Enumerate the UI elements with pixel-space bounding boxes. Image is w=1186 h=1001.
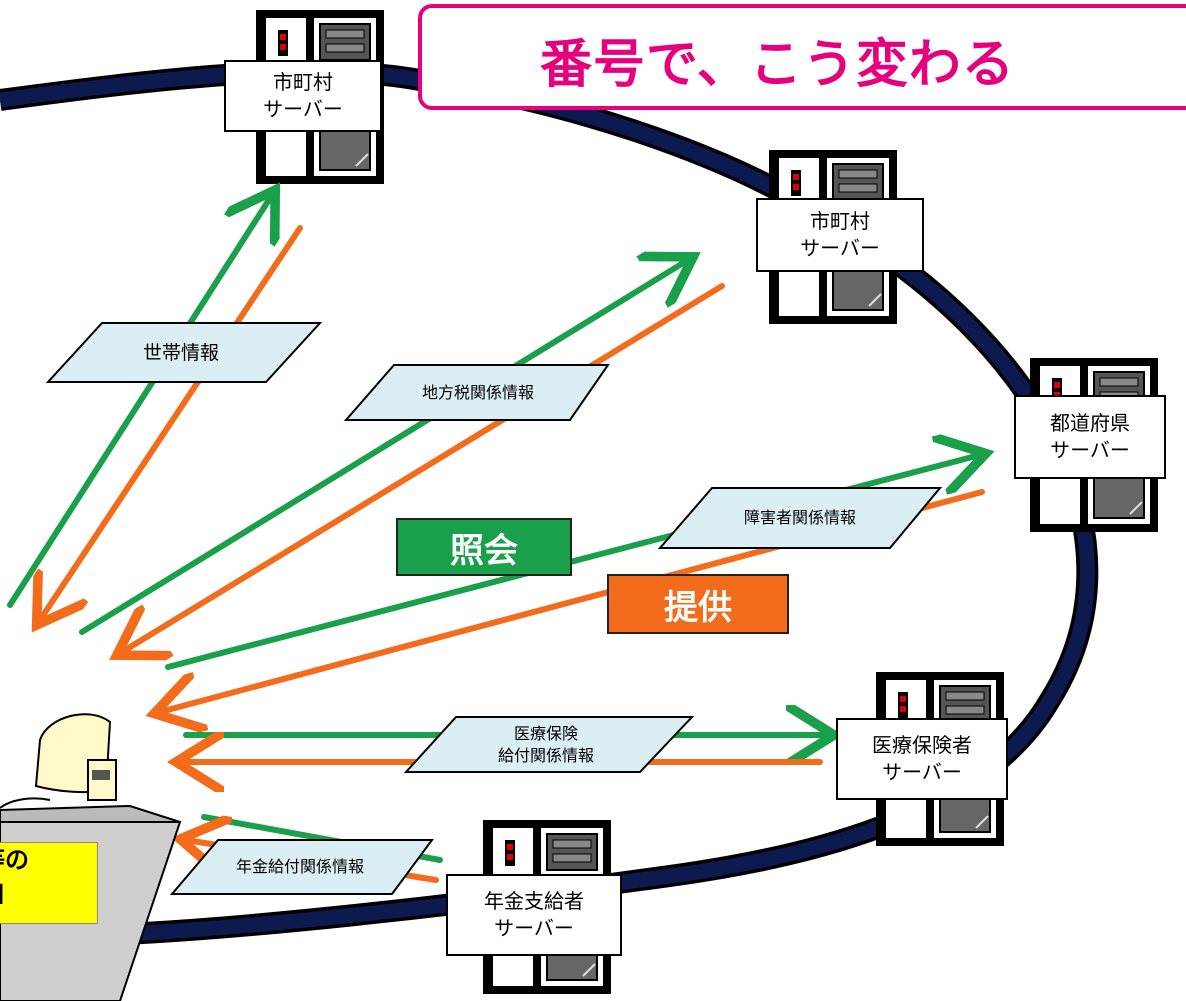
server-label-line: 都道府県 bbox=[1050, 411, 1130, 435]
inquiry-arrow-disability bbox=[165, 455, 980, 670]
desk-label-line: 等の bbox=[0, 846, 29, 874]
server-label-line: 市町村 bbox=[810, 209, 870, 233]
info-label-line: 障害者関係情報 bbox=[743, 508, 856, 527]
server-label-line: サーバー bbox=[800, 236, 880, 260]
legend-provide: 提供 bbox=[607, 574, 789, 634]
info-pension-label: 年金給付関係情報 bbox=[202, 840, 398, 894]
info-medical-label: 医療保険 給付関係情報 bbox=[446, 717, 646, 772]
info-disability-label: 障害者関係情報 bbox=[700, 488, 900, 548]
info-household-label: 世帯情報 bbox=[90, 323, 272, 382]
server-municipal-1-label: 市町村 サーバー bbox=[224, 60, 382, 132]
server-label-line: 医療保険者 bbox=[872, 733, 972, 757]
server-label-line: サーバー bbox=[1050, 438, 1130, 462]
info-box-pension bbox=[169, 839, 434, 895]
provide-arrow-household bbox=[40, 225, 303, 620]
info-box-household bbox=[45, 322, 323, 383]
page-title: 番号で、こう変わる bbox=[540, 35, 1015, 95]
info-label-line: 医療保険 bbox=[513, 723, 578, 743]
server-prefecture-label: 都道府県 サーバー bbox=[1014, 395, 1166, 479]
server-label-line: 年金支給者 bbox=[484, 889, 584, 913]
info-local-tax-label: 地方税関係情報 bbox=[380, 365, 576, 420]
inquiry-arrow-household bbox=[7, 195, 272, 608]
legend-inquiry: 照会 bbox=[396, 518, 572, 576]
info-label-line: 世帯情報 bbox=[142, 341, 219, 364]
server-insurer-label: 医療保険者 サーバー bbox=[836, 718, 1008, 800]
title-box bbox=[418, 4, 1186, 110]
server-label-line: サーバー bbox=[494, 916, 574, 940]
server-label-line: サーバー bbox=[263, 97, 343, 121]
legend-inquiry-label: 照会 bbox=[450, 530, 518, 571]
server-label-line: サーバー bbox=[882, 760, 962, 784]
server-pension-label: 年金支給者 サーバー bbox=[446, 874, 622, 956]
legend-provide-label: 提供 bbox=[664, 587, 732, 628]
provide-arrow-local-tax bbox=[122, 283, 725, 652]
info-label-line: 給付関係情報 bbox=[497, 745, 594, 765]
inquiry-arrow-local-tax bbox=[79, 260, 688, 635]
info-box-disability bbox=[657, 487, 943, 549]
server-municipal-2-label: 市町村 サーバー bbox=[756, 198, 924, 272]
info-label-line: 年金給付関係情報 bbox=[235, 857, 364, 876]
server-label-line: 市町村 bbox=[273, 70, 333, 94]
info-box-medical bbox=[403, 716, 695, 773]
desk-label-line: 口 bbox=[0, 877, 97, 911]
info-label-line: 地方税関係情報 bbox=[421, 382, 534, 402]
desk-label: 等の 口 bbox=[0, 842, 98, 924]
info-box-local-tax bbox=[343, 364, 610, 421]
